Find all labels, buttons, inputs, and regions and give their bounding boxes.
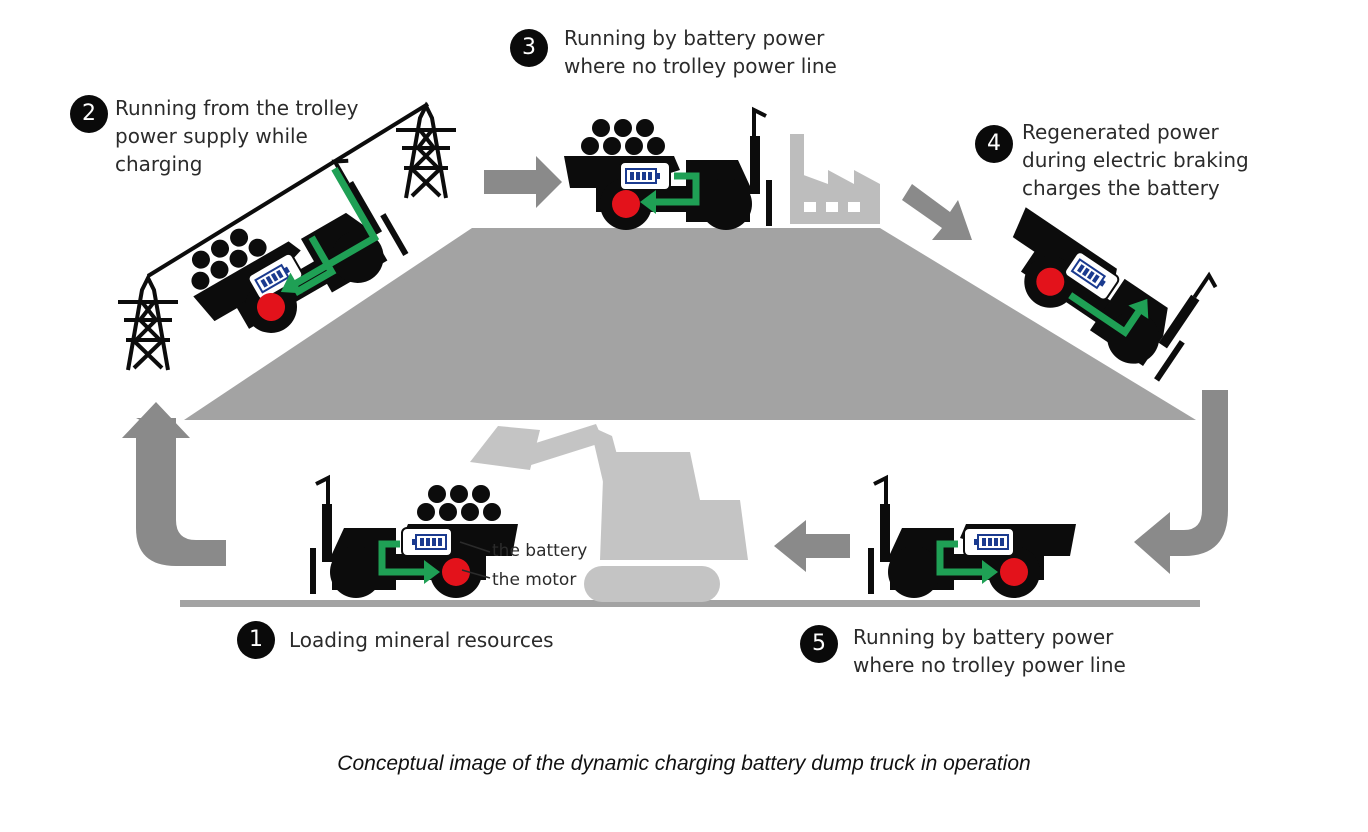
- step-label-5-line-2: where no trolley power line: [853, 653, 1126, 677]
- step-label-2-line-2: power supply while: [115, 124, 308, 148]
- step-number-4: 4: [975, 125, 1013, 163]
- arrow-step1-to-step2: [122, 402, 226, 566]
- step-number-1: 1: [237, 621, 275, 659]
- step-number-5: 5: [800, 625, 838, 663]
- step-label-4: Regenerated power during electric brakin…: [1022, 118, 1249, 202]
- motor-label: the motor: [492, 570, 577, 590]
- truck-step3: [562, 108, 774, 232]
- step-label-4-line-2: during electric braking: [1022, 148, 1249, 172]
- step-label-5: Running by battery power where no trolle…: [853, 623, 1126, 679]
- truck-step1: [308, 476, 520, 600]
- motor-pointer-line: [461, 569, 491, 579]
- pylon-icon-left: [116, 276, 180, 372]
- step-label-2: Running from the trolley power supply wh…: [115, 94, 359, 178]
- step-label-1: Loading mineral resources: [289, 626, 554, 654]
- mine-hill: [184, 228, 1196, 420]
- trolley-power-line: [146, 102, 430, 278]
- step-label-2-line-1: Running from the trolley: [115, 96, 359, 120]
- truck-step2: [168, 150, 413, 363]
- battery-pointer-line: [459, 541, 491, 553]
- excavator-icon: [470, 424, 748, 602]
- step-number-2: 2: [70, 95, 108, 133]
- arrow-step3-to-step4: [902, 184, 972, 240]
- step-label-1-line-1: Loading mineral resources: [289, 628, 554, 652]
- step-number-3: 3: [510, 29, 548, 67]
- step-label-3-line-1: Running by battery power: [564, 26, 825, 50]
- arrow-step5-to-step1: [774, 520, 850, 572]
- step-label-3: Running by battery power where no trolle…: [564, 24, 837, 80]
- truck-step5: [866, 476, 1078, 600]
- step-label-4-line-3: charges the battery: [1022, 176, 1220, 200]
- ground-line: [180, 600, 1200, 607]
- step-label-2-line-3: charging: [115, 152, 203, 176]
- truck-step4: [982, 167, 1226, 387]
- arrow-step2-to-step3: [484, 156, 562, 208]
- step-label-4-line-1: Regenerated power: [1022, 120, 1219, 144]
- step-label-5-line-1: Running by battery power: [853, 625, 1114, 649]
- figure-caption: Conceptual image of the dynamic charging…: [337, 752, 1031, 775]
- arrow-step4-to-step5: [1134, 390, 1228, 574]
- battery-label: the battery: [492, 541, 588, 561]
- step-label-3-line-2: where no trolley power line: [564, 54, 837, 78]
- factory-icon: [790, 134, 880, 224]
